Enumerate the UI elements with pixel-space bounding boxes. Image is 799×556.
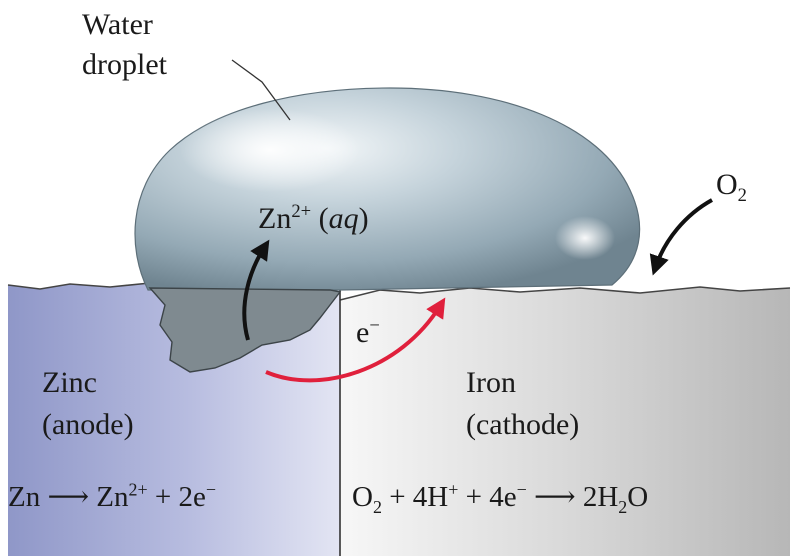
zinc-block bbox=[8, 283, 340, 556]
iron-role-label: (cathode) bbox=[466, 408, 580, 441]
o2-label: O2 bbox=[716, 168, 747, 206]
water-droplet bbox=[134, 87, 641, 291]
zinc-role-label: (anode) bbox=[42, 408, 134, 441]
anode-equation: Zn ⟶ Zn2+ + 2e− bbox=[8, 479, 217, 513]
water-droplet-label-line1: Water bbox=[82, 8, 153, 41]
iron-surface-line bbox=[339, 286, 791, 301]
cathode-equation: O2 + 4H+ + 4e− ⟶ 2H2O bbox=[352, 479, 649, 517]
droplet-highlight bbox=[180, 108, 360, 192]
electron-flow-arrow bbox=[265, 297, 446, 383]
iron-label: Iron bbox=[466, 366, 516, 399]
zn-ion-label: Zn2+ (aq) bbox=[258, 201, 369, 235]
iron-block bbox=[340, 287, 790, 556]
zn-ion-arrow bbox=[242, 239, 270, 341]
water-droplet-leader bbox=[231, 59, 291, 121]
zinc-label: Zinc bbox=[42, 366, 97, 399]
water-droplet-label-line2: droplet bbox=[82, 48, 167, 81]
droplet-glint bbox=[555, 216, 615, 260]
o2-arrow bbox=[649, 198, 713, 276]
electron-label: e− bbox=[356, 315, 380, 349]
